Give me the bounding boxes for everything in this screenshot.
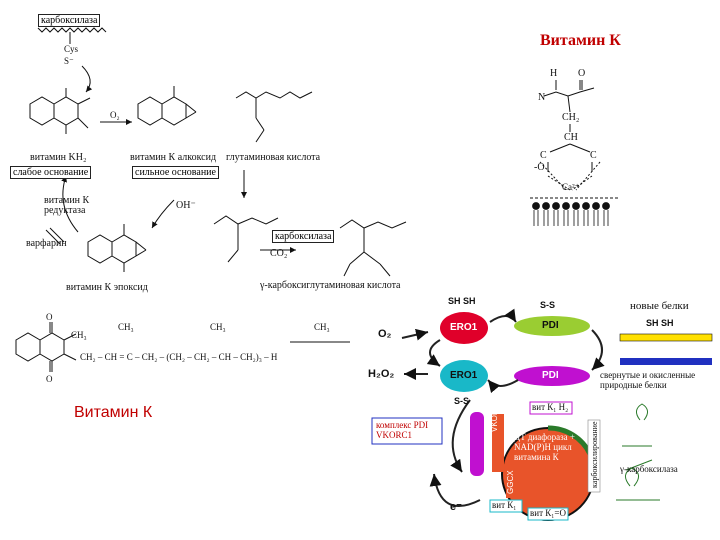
s-s-top: S-S	[540, 300, 556, 310]
o2-label: O₂	[110, 110, 120, 120]
sh-sh-top: SH SH	[448, 296, 476, 306]
formula-chain: CH₂ – CH = C – CH₂ – (CH₂ – CH₂ – CH – C…	[80, 352, 278, 362]
vkor-bar	[492, 414, 504, 472]
s-s-bottom: S-S	[454, 396, 470, 406]
carboxylase-label-top: карбоксилаза	[38, 14, 101, 27]
chelate-c-right: C	[590, 150, 597, 161]
vitamin-k-caption: Витамин К	[74, 404, 153, 421]
ero1-reduced	[440, 360, 488, 392]
formula-ch3: CH₃	[71, 330, 87, 340]
co2-label: CO₂	[270, 248, 288, 259]
ggcx-label: GGCX	[506, 470, 515, 494]
svg-text:CH₃: CH₃	[314, 322, 330, 332]
vk-alkoxide-label: витамин К алкоксид	[130, 152, 217, 163]
ero1-oxidized	[440, 312, 488, 344]
membrane-lipids	[532, 202, 610, 226]
svg-text:CH₃: CH₃	[210, 322, 226, 332]
svg-text:O: O	[46, 312, 53, 322]
ggcx-bar	[506, 462, 518, 498]
strong-base-label: сильное основание	[132, 166, 219, 179]
chelate-h-top: H	[550, 68, 558, 79]
vitamin-k-title: Витамин К	[540, 32, 621, 49]
vit-k1-h2-label: вит К₁ Н₂	[532, 402, 569, 412]
o2-folding-label: O₂	[378, 328, 392, 340]
h2o2-label: H₂O₂	[368, 368, 395, 380]
gla-calcium-chelate	[530, 80, 618, 199]
vit-k1-label: вит К₁	[492, 500, 517, 510]
electron-label: e⁻	[450, 501, 462, 513]
chelate-o-minus: -O	[534, 162, 545, 173]
chelate-ch2: CH₂	[562, 112, 580, 123]
vit-k1-o-label: вит К₁=О	[530, 508, 566, 518]
vk-epoxide-label: витамин К эпоксид	[66, 282, 148, 293]
folded-proteins-label: свернутые и окисленные природные белки	[600, 370, 696, 390]
svg-text:CH₃: CH₃	[118, 322, 134, 332]
pdi-green	[514, 316, 590, 336]
sh-sh-right: SH SH	[646, 318, 674, 328]
carboxylase-label-mid: карбоксилаза	[272, 230, 335, 243]
new-proteins-label: новые белки	[630, 300, 689, 312]
chelate-c-left: C	[540, 150, 547, 161]
blue-bar	[620, 358, 712, 365]
yellow-bar	[619, 333, 713, 342]
gamma-carboxyglutamic-label: γ-карбоксиглутаминовая кислота	[260, 280, 401, 291]
weak-base-label: слабое основание	[10, 166, 92, 179]
vitamin-k-cycle	[29, 27, 407, 277]
pdi-purple	[514, 366, 590, 386]
glutamic-acid-label: глутаминовая кислота	[226, 152, 321, 163]
complex-label: комплекс PDI VKORC1	[376, 420, 429, 440]
pdi-vertical	[470, 412, 484, 476]
s-minus-label: S⁻	[64, 56, 74, 66]
vitamin-k-formula	[15, 322, 350, 372]
ero1-bottom-label: ERO1	[450, 370, 478, 381]
ero1-top-label: ERO1	[450, 322, 478, 333]
calcium-label: Ca²⁺	[562, 182, 580, 192]
pdi-green-label: PDI	[542, 320, 559, 331]
pdi-purple-label: PDI	[542, 370, 559, 381]
gamma-carboxylase-label: γ-карбоксилаза	[620, 464, 678, 474]
vkor-label: VKOR	[490, 409, 499, 432]
chelate-o-top: O	[578, 68, 586, 79]
svg-text:O: O	[46, 374, 53, 384]
oh-minus-label: OH⁻	[176, 200, 196, 211]
complex-box	[371, 417, 443, 445]
cys-label: Cys	[64, 44, 79, 54]
dt-diaphorase-label: ДТ диафораза + NAD(P)H цикл витамина К	[514, 432, 575, 462]
carboxylation-bar	[587, 419, 601, 493]
chelate-ch: CH	[564, 132, 578, 143]
vk-reductase-label: витамин К редуктаза	[44, 195, 90, 216]
vitamin-kh2-label: витамин KH₂	[30, 152, 87, 163]
warfarin-label: варфарин	[26, 238, 67, 249]
chelate-n: N	[538, 92, 546, 103]
carboxylation-label: карбоксилирование	[590, 421, 599, 488]
protein-folding-diagram	[371, 308, 713, 521]
